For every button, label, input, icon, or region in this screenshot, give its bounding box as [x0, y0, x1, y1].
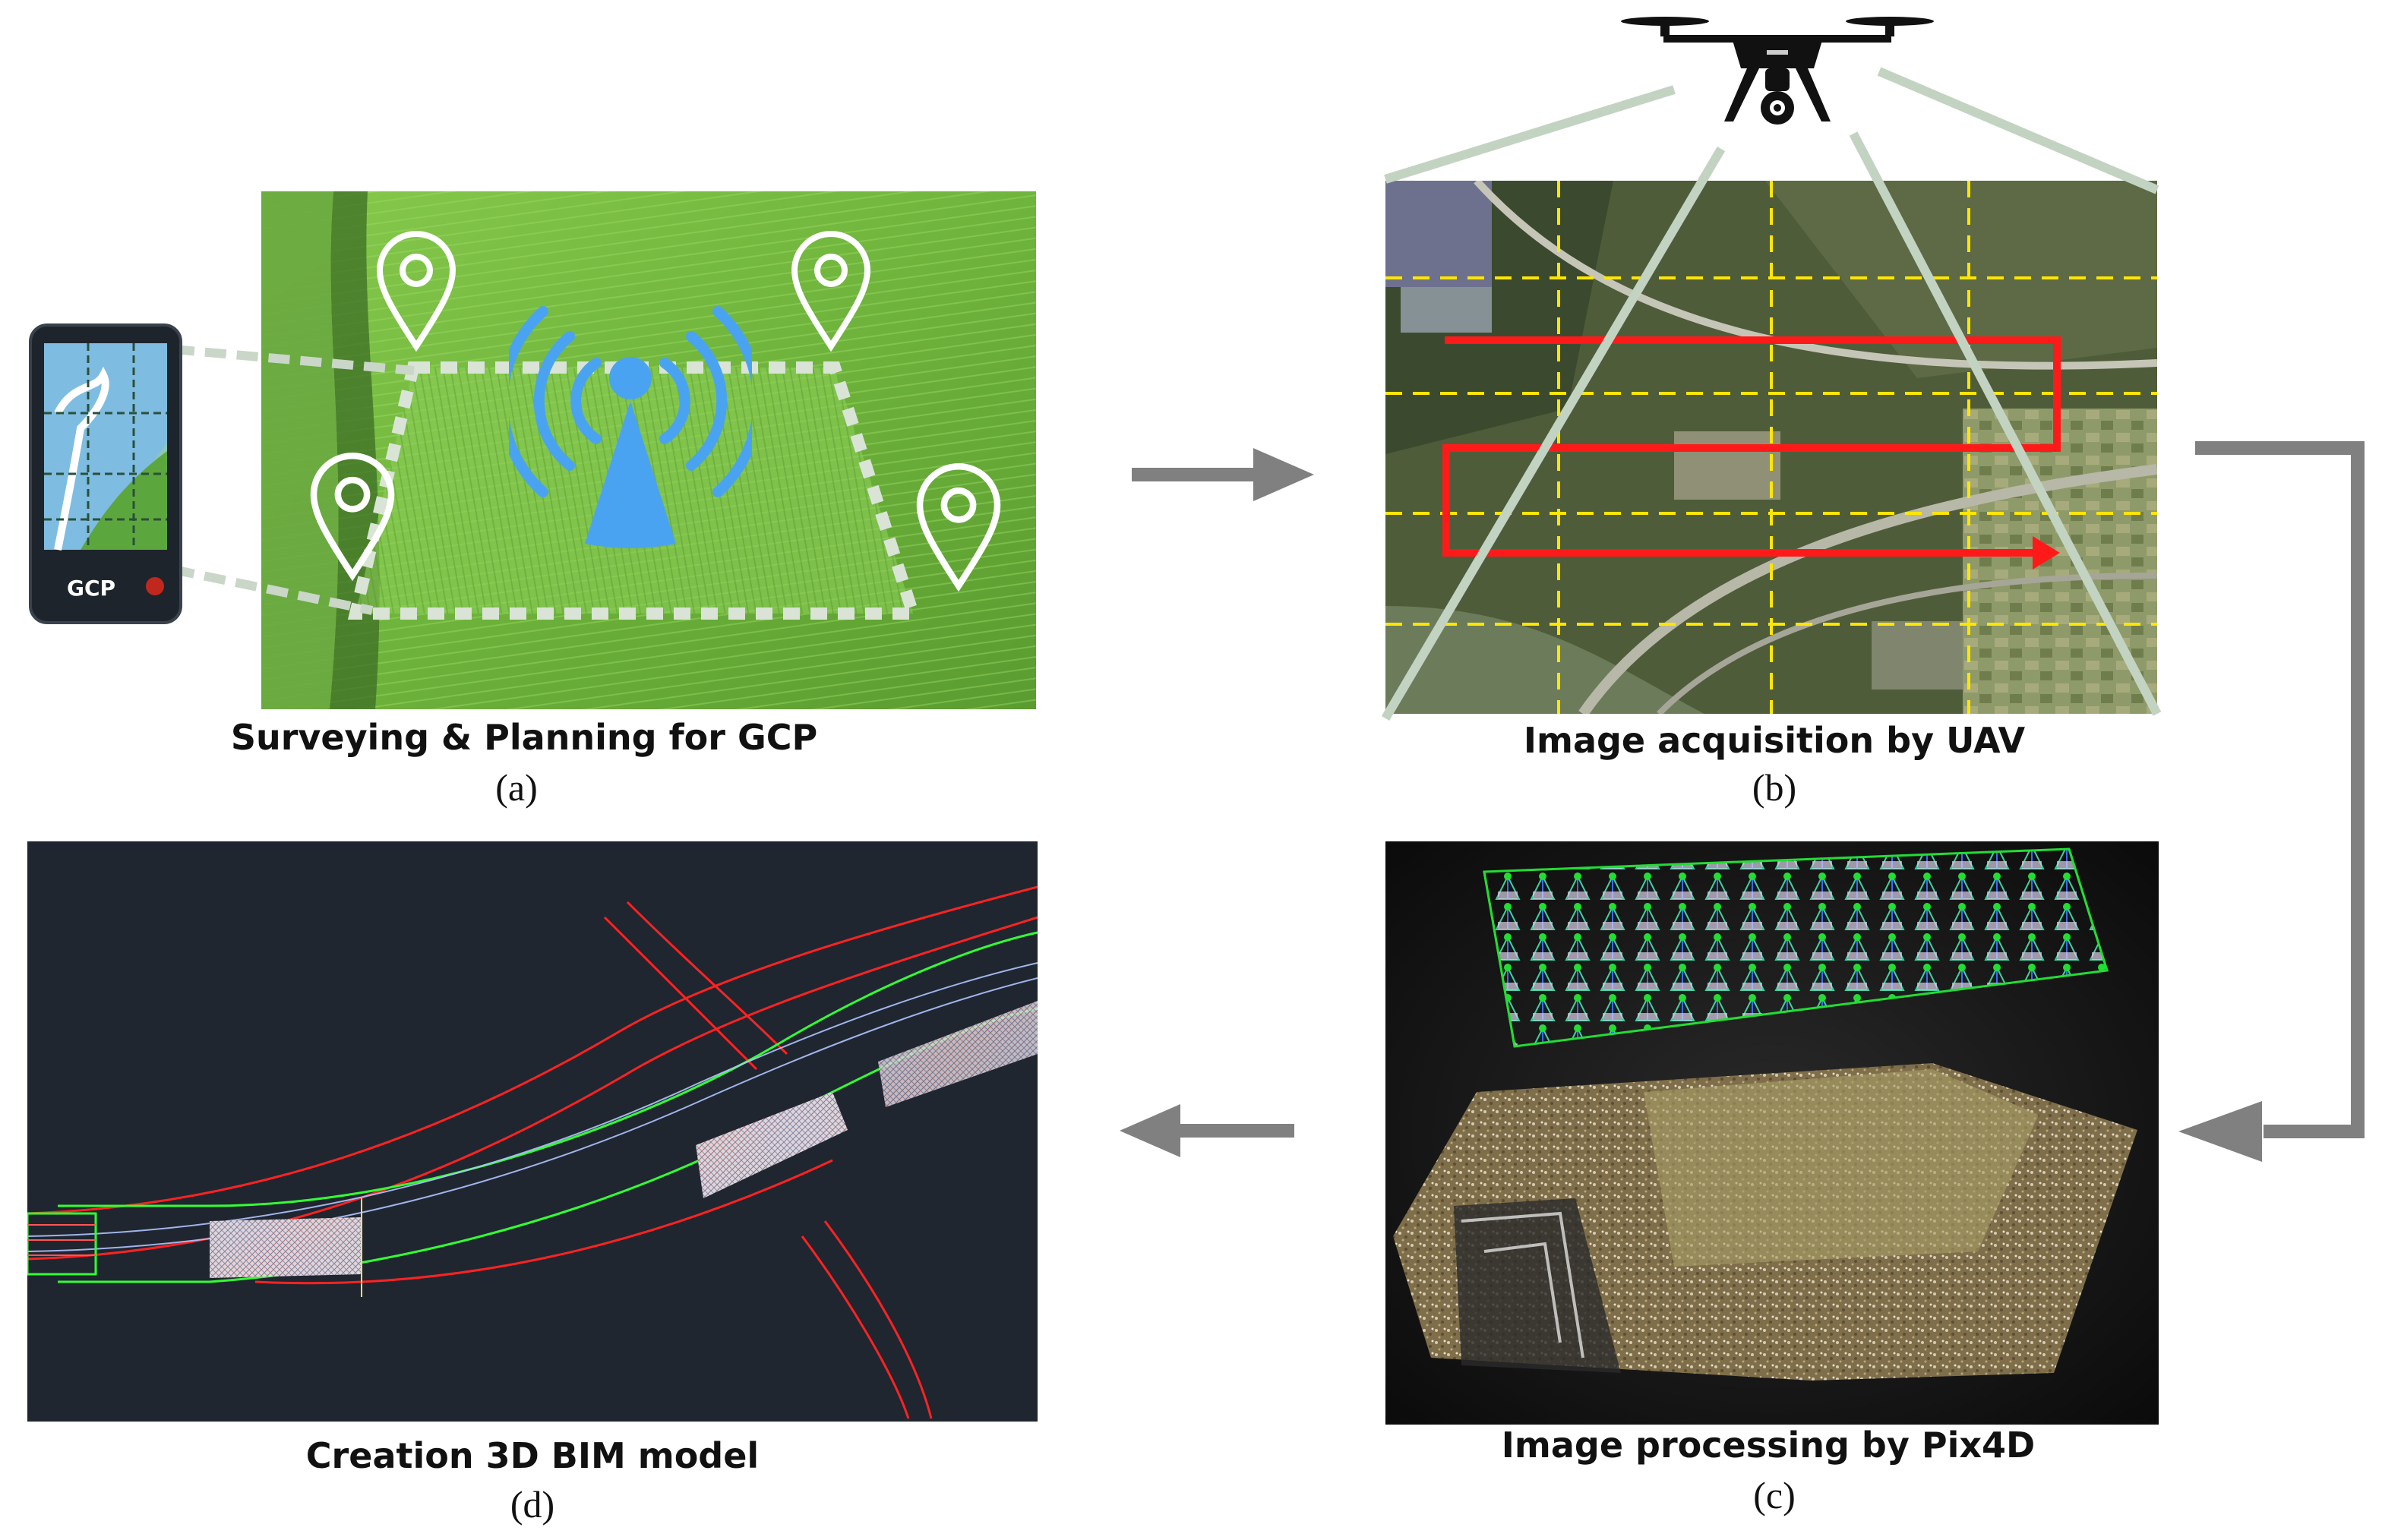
fov-lines	[1381, 67, 2162, 721]
panel-c: Image processing by Pix4D (c)	[1367, 828, 2169, 1540]
panel-c-title: Image processing by Pix4D	[1501, 1425, 2036, 1466]
bim-model-image	[27, 841, 1038, 1422]
location-pin-icon	[916, 463, 1001, 592]
panel-b-letter: (b)	[1752, 766, 1797, 809]
device-label: GCP	[66, 576, 116, 601]
signal-tower-icon	[509, 306, 752, 548]
panel-b-title: Image acquisition by UAV	[1523, 720, 2026, 761]
panel-b: Image acquisition by UAV (b)	[1352, 0, 2382, 809]
aerial-map-image	[1385, 181, 2157, 714]
connector-lines	[172, 345, 415, 615]
location-pin-icon	[376, 231, 456, 352]
arrow-right-icon	[1132, 448, 1314, 501]
arrow-left-icon	[1120, 1104, 1294, 1157]
drone-icon	[1621, 17, 1934, 125]
gps-device-icon	[29, 323, 182, 624]
panel-a-letter: (a)	[495, 766, 538, 809]
panel-a: GCP Surveying & Planning for GCP (a)	[0, 0, 1063, 809]
panel-d-title: Creation 3D BIM model	[305, 1435, 760, 1476]
panel-d-letter: (d)	[510, 1483, 555, 1526]
panel-c-letter: (c)	[1753, 1474, 1796, 1516]
point-cloud-image	[1385, 841, 2159, 1425]
elbow-arrow-icon	[2178, 441, 2365, 1162]
location-pin-icon	[791, 231, 871, 352]
panel-a-title: Surveying & Planning for GCP	[230, 717, 818, 758]
location-pin-icon	[310, 453, 395, 582]
panel-d: Creation 3D BIM model (d)	[0, 828, 1063, 1540]
